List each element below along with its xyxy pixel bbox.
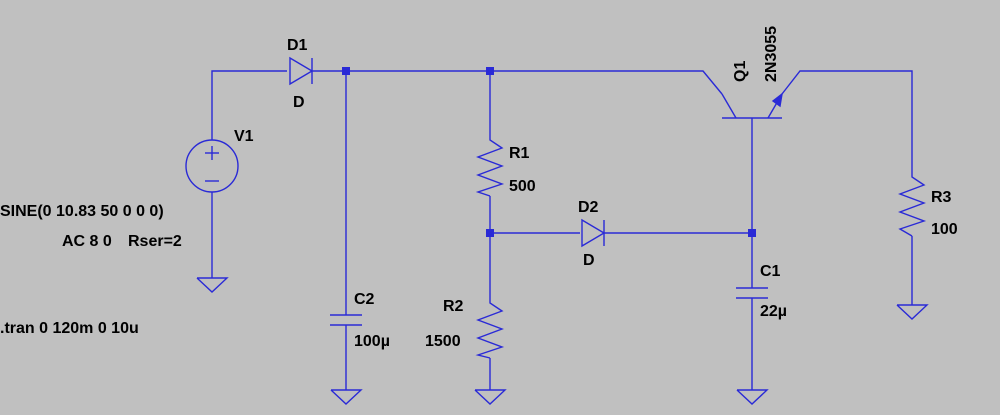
diode-d1-triangle [289, 56, 314, 86]
ground-r2 [474, 389, 507, 405]
resistor-r2[interactable]: R2 1500 [425, 298, 505, 359]
ground-icon [330, 389, 363, 405]
ground-icon [196, 277, 229, 293]
junction-r1-top [486, 67, 494, 75]
capacitor-c1-name: C1 [760, 263, 781, 280]
ground-r3 [896, 304, 929, 320]
resistor-r3-name: R3 [931, 189, 952, 206]
capacitor-c2-name: C2 [354, 291, 375, 308]
ground-v1 [196, 277, 229, 293]
resistor-r3[interactable]: R3 100 [898, 172, 958, 238]
diode-d2[interactable]: D2 D [578, 199, 606, 269]
resistor-r2-value: 1500 [425, 333, 461, 350]
resistor-r1-name: R1 [509, 145, 530, 162]
ground-c2 [330, 389, 363, 405]
resistor-r3-zigzag [898, 172, 927, 237]
voltage-source-v1-rser: Rser=2 [128, 233, 182, 250]
voltage-source-v1-name: V1 [234, 128, 254, 145]
transistor-q1-name: Q1 [732, 61, 749, 82]
tran-directive[interactable]: .tran 0 120m 0 10u [0, 320, 139, 337]
diode-d1-name: D1 [287, 37, 308, 54]
transistor-q1-emitter-arrow [771, 92, 783, 108]
voltage-source-v1-spec: SINE(0 10.83 50 0 0 0) [0, 203, 164, 220]
capacitor-c2-value: 100µ [354, 333, 390, 350]
junctions [342, 67, 756, 237]
transistor-q1-model: 2N3055 [763, 26, 780, 82]
resistor-r3-value: 100 [931, 221, 958, 238]
resistor-r2-name: R2 [443, 298, 464, 315]
ground-c1 [736, 389, 769, 405]
capacitor-c2[interactable]: C2 100µ [330, 291, 390, 350]
transistor-q1[interactable]: Q1 2N3055 [721, 26, 783, 119]
wire-top-rail [312, 70, 723, 95]
capacitor-c1-value: 22µ [760, 303, 787, 320]
resistor-r1[interactable]: R1 500 [475, 135, 536, 197]
junction-base-c1 [748, 229, 756, 237]
junction-r1-r2 [486, 229, 494, 237]
diode-d1-model: D [293, 94, 305, 111]
voltage-source-v1[interactable]: V1 SINE(0 10.83 50 0 0 0) AC 8 0 Rser=2 [0, 128, 254, 250]
wire-v1-to-d1 [211, 70, 287, 140]
resistor-r2-zigzag [475, 298, 505, 359]
transistor-q1-collector-leg [721, 93, 737, 119]
voltage-source-v1-circle [185, 139, 239, 193]
wire-emitter-to-r3 [781, 70, 913, 172]
diode-d2-model: D [583, 252, 595, 269]
resistor-r1-value: 500 [509, 178, 536, 195]
diode-d1[interactable]: D1 D [287, 37, 314, 111]
resistor-r1-zigzag [475, 135, 505, 197]
ground-icon [474, 389, 507, 405]
ground-icon [736, 389, 769, 405]
ground-icon [896, 304, 929, 320]
diode-d2-triangle [581, 218, 606, 248]
capacitor-c1[interactable]: C1 22µ [736, 263, 787, 320]
junction-c2-top [342, 67, 350, 75]
diode-d2-name: D2 [578, 199, 599, 216]
voltage-source-v1-ac: AC 8 0 [62, 233, 112, 250]
wires [211, 70, 913, 390]
